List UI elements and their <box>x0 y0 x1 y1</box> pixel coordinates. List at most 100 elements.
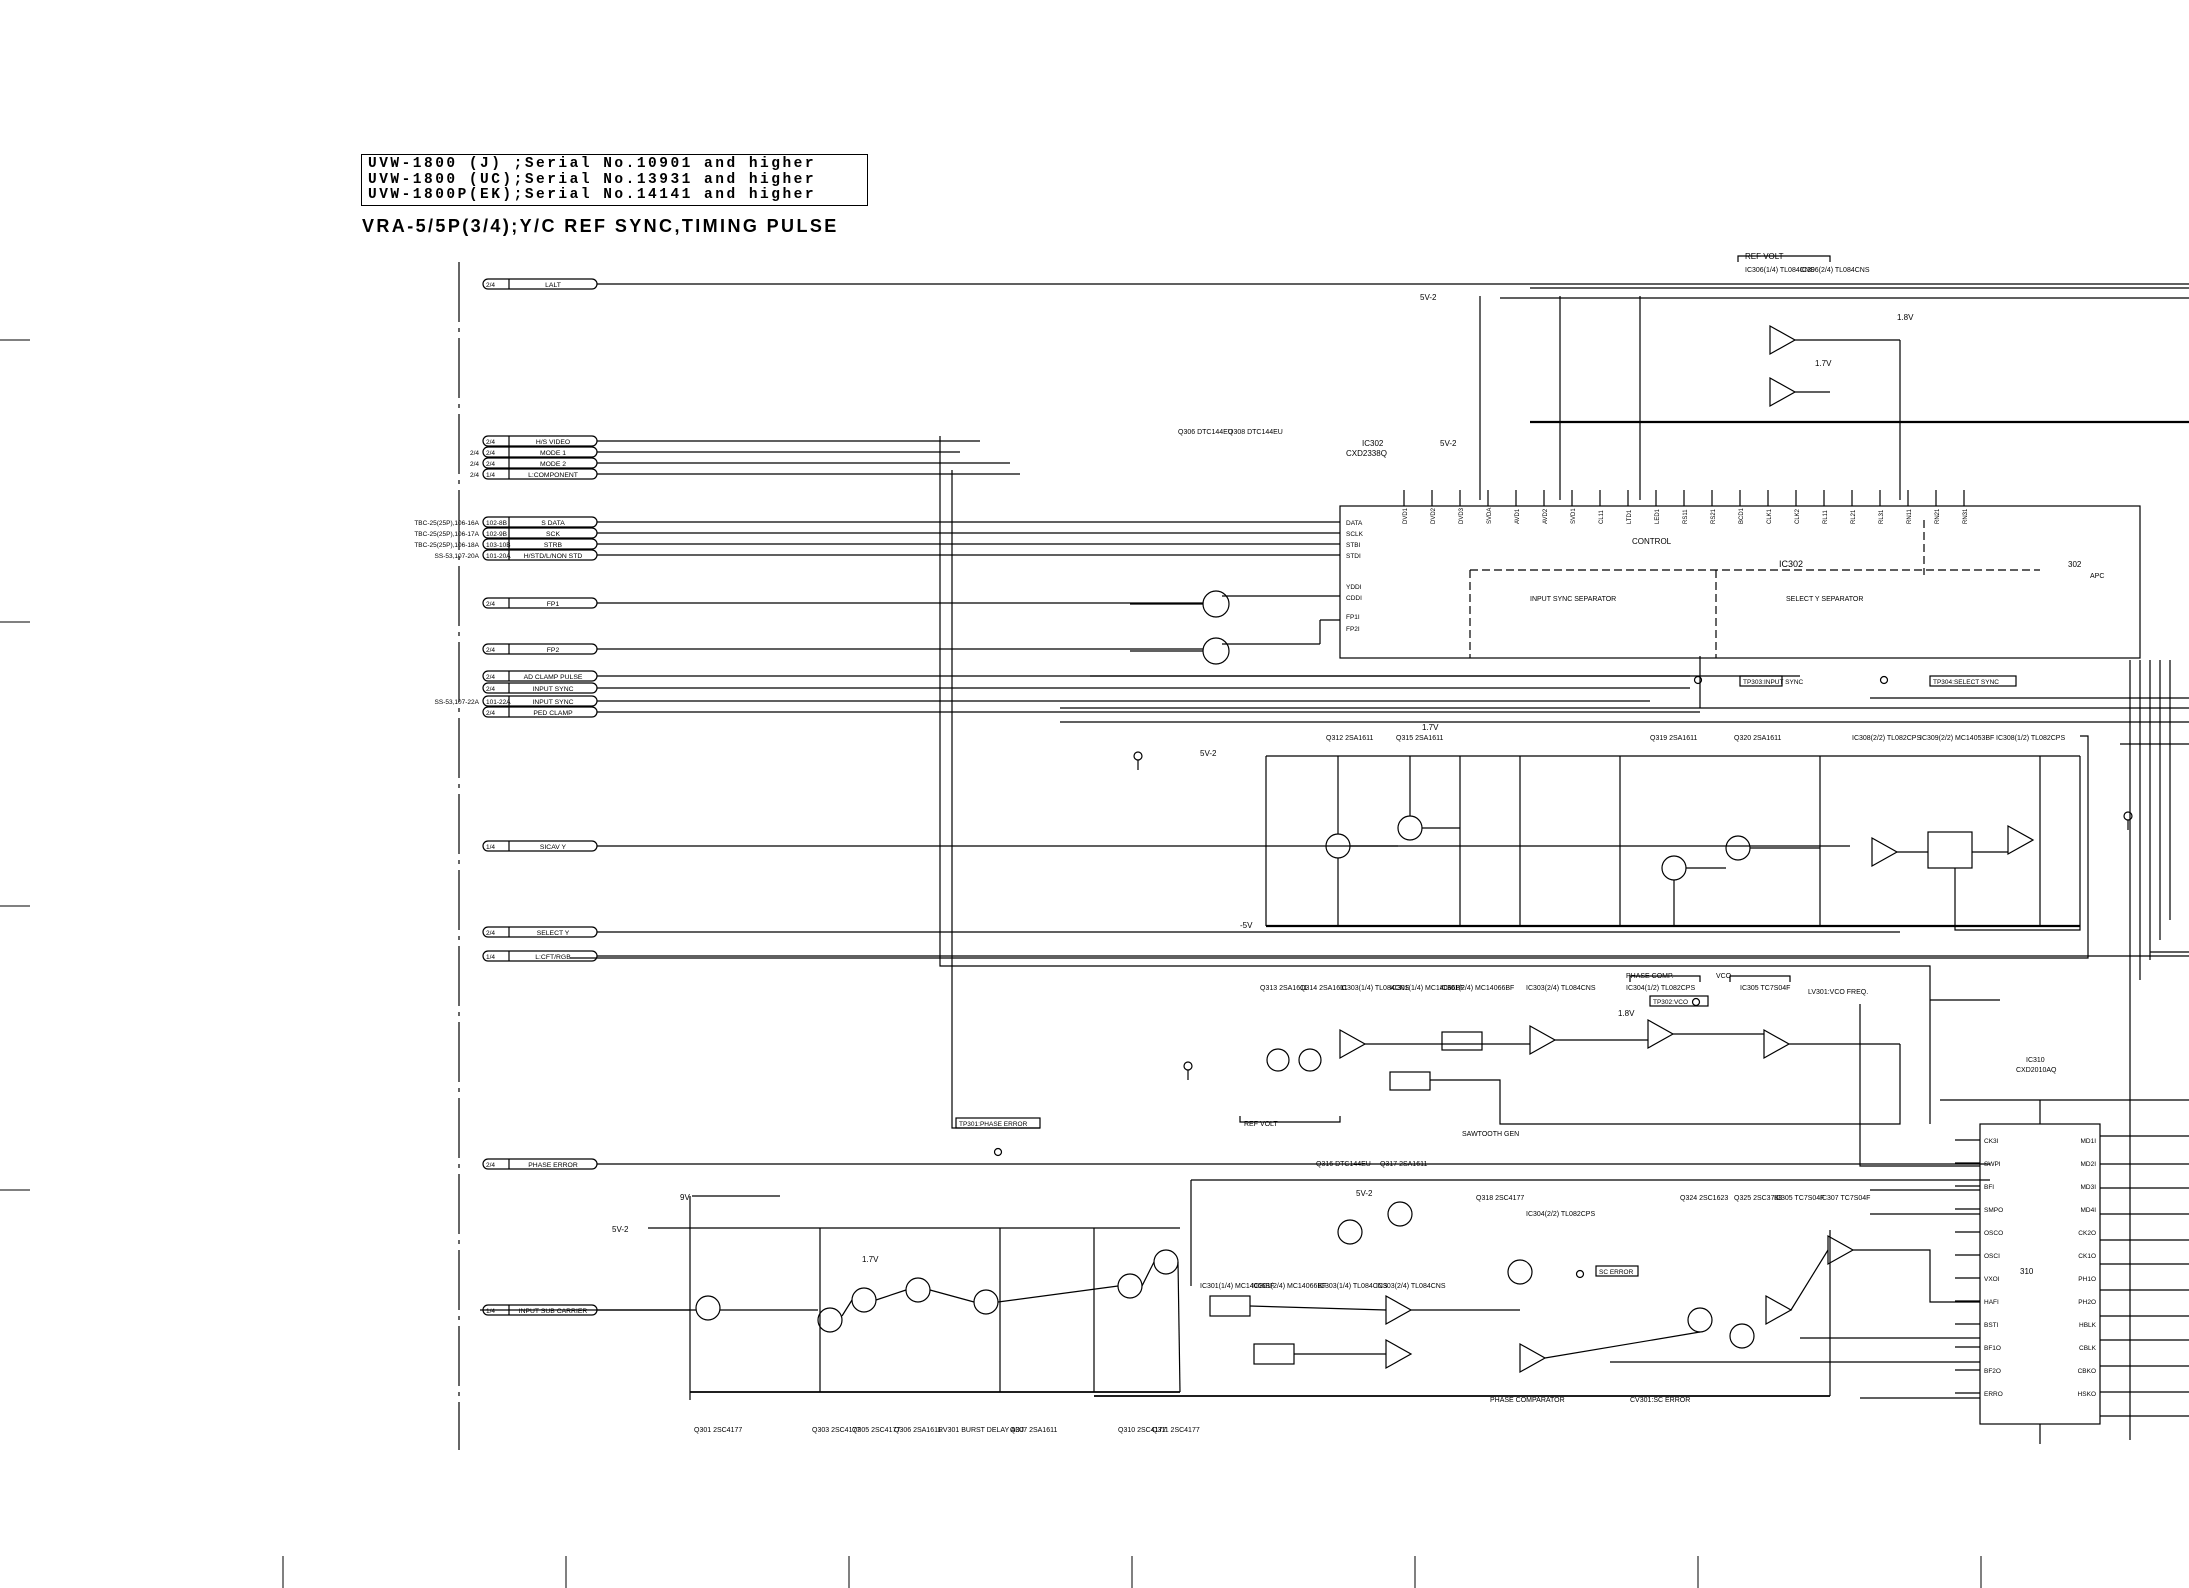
connector-label: SICAV Y <box>540 844 567 851</box>
ic308-label: IC308(2/2) TL082CPS <box>1852 735 1921 742</box>
connector-page: 1/4 <box>486 472 495 479</box>
ic302-pin-label: YDDI <box>1346 584 1362 591</box>
connector-page: 1/4 <box>486 844 495 851</box>
q308-label: Q308 DTC144EU <box>1228 429 1283 436</box>
ic302-ref: IC302 <box>1362 439 1384 448</box>
ic302-pin-label: DVD1 <box>1403 507 1409 524</box>
q319-label: Q319 2SA1611 <box>1650 735 1697 742</box>
connector-page: 2/4 <box>486 710 495 717</box>
q305-label: Q305 2SC4177 <box>852 1427 900 1434</box>
ic310-pin-label: ERRO <box>1984 1391 2003 1398</box>
supply-1-7v: 1.7V <box>1815 359 1832 368</box>
ic310-pin-label: BFI <box>1984 1184 1994 1191</box>
ic302-pin-label: CDDI <box>1346 595 1362 602</box>
ic310-name: 310 <box>2020 1267 2034 1276</box>
connector-label: SELECT Y <box>537 930 570 937</box>
ic302-pin-label: RN21 <box>1935 508 1941 524</box>
ic302-pin-label: DVD3 <box>1459 507 1465 524</box>
connector-label: H/STD/L/NON STD <box>524 553 583 560</box>
serial-line: UVW-1800 (UC);Serial No.13931 and higher <box>368 171 817 188</box>
supply-minus-5v: -5V <box>1240 921 1253 930</box>
q313-label: Q313 2SA1611 <box>1260 985 1307 992</box>
tp303-label: TP303:INPUT SYNC <box>1743 679 1804 686</box>
ic303c-label: IC303(1/4) TL084CNS <box>1318 1283 1388 1290</box>
connector-label: PED CLAMP <box>533 710 573 717</box>
supply-1-8v: 1.8V <box>1897 313 1914 322</box>
ic310-block: 310 IC310 CXD2010AQ CK3ISWPIBFISMPOOSCOO… <box>1955 1057 2101 1444</box>
ic302-pin-label: RN31 <box>1963 508 1969 524</box>
connector-14: 2/4 PED CLAMP <box>482 706 1700 718</box>
connector-page: 2/4 <box>486 282 495 289</box>
q316-label: Q316 DTC144EU <box>1316 1161 1371 1168</box>
ic301c-label: IC301(1/4) MC14066BF <box>1200 1283 1274 1290</box>
tp310-label: SC ERROR <box>1599 1269 1634 1276</box>
connector-page: 101-20A <box>486 553 511 560</box>
connector-label: PHASE ERROR <box>528 1162 578 1169</box>
ic302-pin-label: BCD1 <box>1739 507 1745 524</box>
ic310-pin-label: PH2O <box>2078 1299 2096 1306</box>
ic310-pin-label: OSCO <box>1984 1230 2003 1237</box>
ic304-label: IC304(1/2) TL082CPS <box>1626 985 1695 992</box>
phase-vco-section: Q313 2SA1611 Q314 2SA1611 IC303(1/4) TL0… <box>1133 751 2133 1138</box>
ic310-right-pins: MD1IMD2IMD3IMD4ICK2OCK1OPH1OPH2OHBLKCBLK… <box>2078 1138 2097 1398</box>
connector-page: 2/4 <box>486 439 495 446</box>
apc-label: APC <box>2090 573 2104 580</box>
connector-page: 101-22A <box>486 699 511 706</box>
q311-label: Q311 2SC4177 <box>1152 1427 1200 1434</box>
ic310-pin-label: CBLK <box>2079 1345 2097 1352</box>
fp-transistors: Q306 DTC144EU Q308 DTC144EU <box>1130 429 1340 665</box>
ic303d-label: IC303(2/4) TL084CNS <box>1376 1283 1446 1290</box>
q303-label: Q303 2SC4177 <box>812 1427 860 1434</box>
sawtooth-label: SAWTOOTH GEN <box>1462 1131 1519 1138</box>
connector-ext: SS-53,107-22A <box>435 699 480 706</box>
q306b-label: Q306 2SA1611 <box>894 1427 941 1434</box>
supply-9v: 9V <box>680 1193 690 1202</box>
select-y-sep-label: SELECT Y SEPARATOR <box>1786 596 1863 603</box>
ic310-part: CXD2010AQ <box>2016 1067 2057 1074</box>
ic310-pin-label: HBLK <box>2079 1322 2097 1329</box>
ic310-pin-label: CK1O <box>2078 1253 2096 1260</box>
ic301-label: IC301(1/4) MC14066BF <box>1390 985 1464 992</box>
ic302-pin-label: DATA <box>1346 520 1363 527</box>
connector-label: L:CFT/RGB <box>535 954 571 961</box>
ic306b-label: IC306(2/4) TL084CNS <box>1800 267 1870 274</box>
ic310-pin-label: MD3I <box>2080 1184 2096 1191</box>
ic310-pin-label: MD2I <box>2080 1161 2096 1168</box>
ic303-label: IC303(1/4) TL084CNS <box>1340 985 1410 992</box>
supply-5v-ic302: 5V-2 <box>1440 439 1457 448</box>
ic302-pin-label: DVD2 <box>1431 507 1437 524</box>
ic302-pin-label: AVD2 <box>1543 508 1549 524</box>
ic302-pin-label: SCLK <box>1346 531 1364 538</box>
ic310-pin-label: SWPI <box>1984 1161 2001 1168</box>
connector-ext: 2/4 <box>470 450 479 457</box>
supply-5v-sync: 5V-2 <box>1200 749 1217 758</box>
ic302-pin-label: LTD1 <box>1627 509 1633 524</box>
ref-volt-top: REF VOLT IC306(1/4) TL084CNS IC306(2/4) … <box>1420 252 2189 500</box>
connector-label: MODE 2 <box>540 461 566 468</box>
ic310-pin-label: BF1O <box>1984 1345 2001 1352</box>
ic302-pin-label: RL21 <box>1851 509 1857 524</box>
q325-label: Q325 2SC3788 <box>1734 1195 1782 1202</box>
connector-ext: TBC-25(25P),106-17A <box>414 531 479 538</box>
ic310-pin-label: CK2O <box>2078 1230 2096 1237</box>
supply-5v-top: 5V-2 <box>1420 293 1437 302</box>
q310-label: Q310 2SC4177 <box>1118 1427 1166 1434</box>
q315-label: Q315 2SA1611 <box>1396 735 1443 742</box>
connector-ext: SS-53,107-20A <box>435 553 480 560</box>
serial-line: UVW-1800P(EK);Serial No.14141 and higher <box>368 187 817 203</box>
connector-ext: TBC-25(25P),106-16A <box>414 520 479 527</box>
vco-label: VCO <box>1716 973 1732 980</box>
sc-error-adj-label: CV301:SC ERROR <box>1630 1397 1690 1404</box>
connector-8: 101-20A H/STD/L/NON STD SS-53,107-20A <box>435 549 1340 561</box>
connector-label: INPUT SUB CARRIER <box>519 1308 588 1315</box>
subcarrier-section: 9V 5V-2 1.7V 5V-2 <box>480 1161 1990 1434</box>
ic302-name: IC302 <box>1779 559 1803 569</box>
